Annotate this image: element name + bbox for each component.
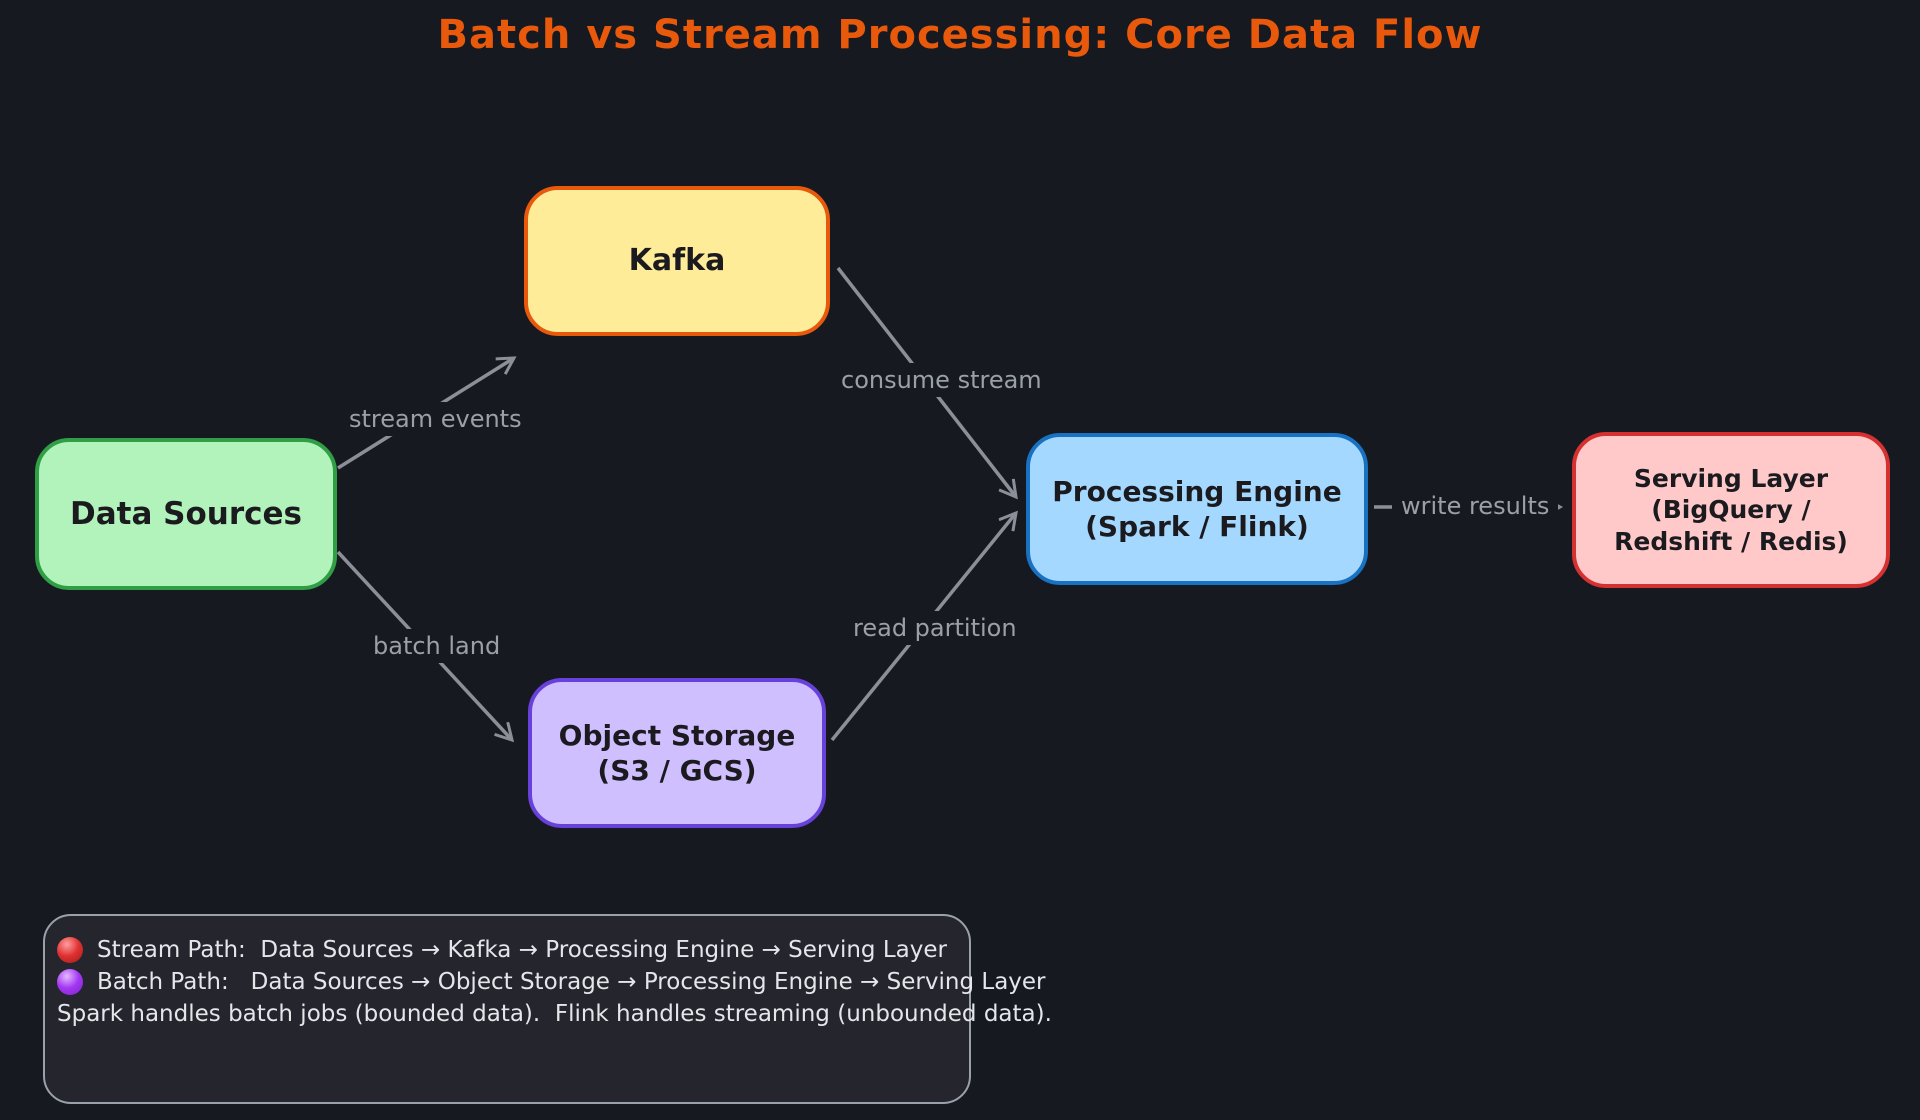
edge-label-write-results: write results [1392,489,1559,523]
edge-label-read-partition: read partition [844,611,1026,645]
edge-label-consume-stream: consume stream [832,363,1051,397]
node-serving-layer-sublabel: (BigQuery / Redshift / Redis) [1614,495,1848,556]
purple-circle-icon [57,969,83,995]
node-kafka: Kafka [524,186,830,336]
legend-panel: Stream Path: Data Sources → Kafka → Proc… [43,914,1052,1104]
legend-item-stream-path-text: Stream Path: Data Sources → Kafka → Proc… [97,937,947,963]
red-circle-icon [57,937,83,963]
node-kafka-label: Kafka [628,243,726,279]
node-serving-layer: Serving Layer (BigQuery / Redshift / Red… [1572,432,1890,588]
edge-label-batch-land: batch land [364,629,510,663]
edge-label-stream-events: stream events [340,402,531,436]
legend-item-batch-path: Batch Path: Data Sources → Object Storag… [57,966,1046,998]
node-object-storage: Object Storage (S3 / GCS) [528,678,826,828]
node-processing-engine-label: Processing Engine [1052,475,1342,508]
node-processing-engine-sublabel: (Spark / Flink) [1085,510,1309,543]
node-processing-engine: Processing Engine (Spark / Flink) [1026,433,1368,585]
node-data-sources-label: Data Sources [69,495,302,532]
node-object-storage-sublabel: (S3 / GCS) [597,754,757,787]
diagram-title: Batch vs Stream Processing: Core Data Fl… [437,12,1483,58]
node-data-sources: Data Sources [35,438,337,590]
legend-item-stream-path: Stream Path: Data Sources → Kafka → Proc… [57,934,969,966]
legend-note: Spark handles batch jobs (bounded data).… [57,1001,1052,1027]
legend-item-batch-path-text: Batch Path: Data Sources → Object Storag… [97,969,1046,995]
node-object-storage-label: Object Storage [558,719,796,752]
node-serving-layer-label: Serving Layer [1633,464,1829,494]
